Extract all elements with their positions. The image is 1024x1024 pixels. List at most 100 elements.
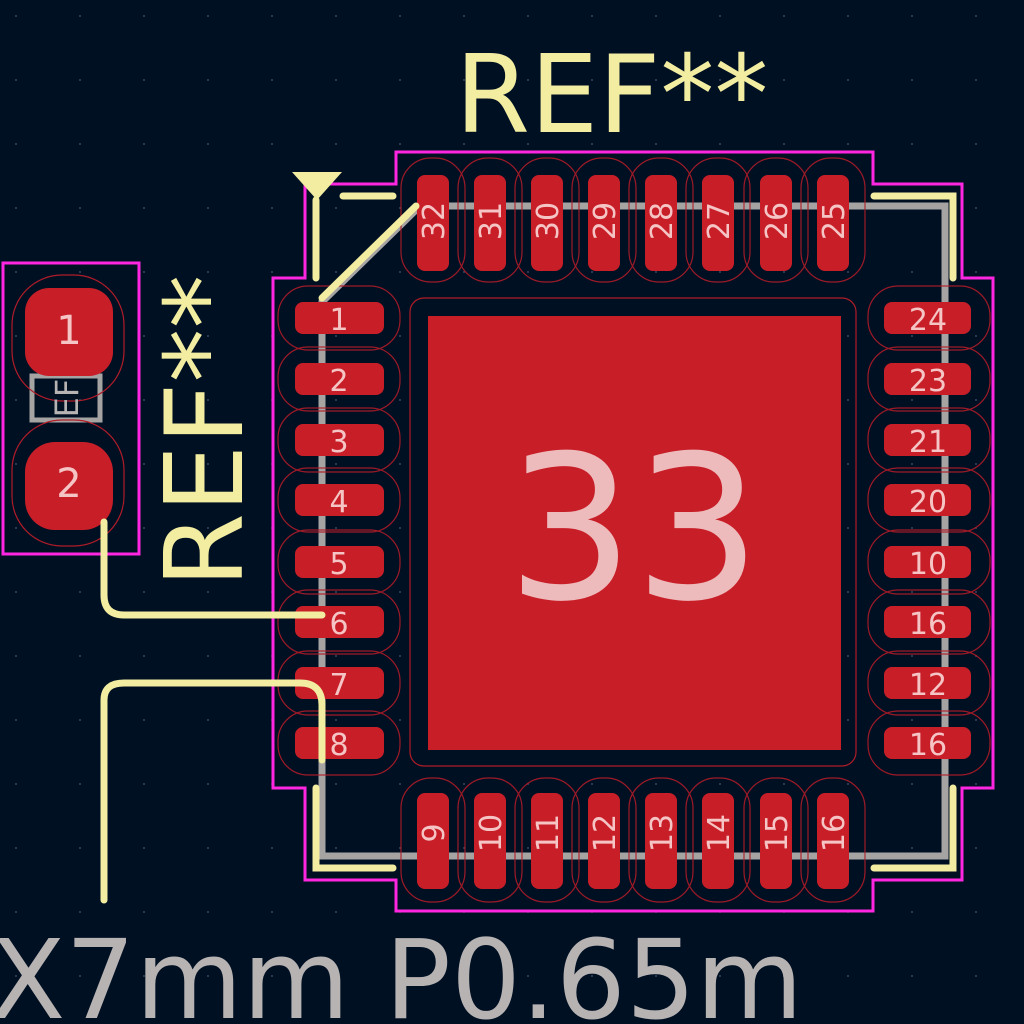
grid-dot <box>207 655 209 657</box>
grid-dot <box>527 847 529 849</box>
grid-dot <box>207 143 209 145</box>
pad-number-top-3: 30 <box>531 202 566 240</box>
grid-dot <box>847 719 849 721</box>
grid-dot <box>399 655 401 657</box>
pad-clearance-right <box>867 467 991 533</box>
side-part-pad-number-2: 2 <box>56 461 81 507</box>
grid-dot <box>975 15 977 17</box>
grid-dot <box>975 335 977 337</box>
pad-top-5 <box>645 175 677 271</box>
pad-top-4 <box>588 175 620 271</box>
pad-clearance-bottom <box>800 777 866 903</box>
pad-clearance-right <box>867 407 991 473</box>
grid-dot <box>463 975 465 977</box>
grid-dot <box>271 79 273 81</box>
pad-number-left-5: 5 <box>329 547 348 582</box>
grid-dot <box>463 143 465 145</box>
pad-clearance-right <box>867 710 991 776</box>
side-part-pad-number-1: 1 <box>56 308 81 354</box>
pad-clearance-top <box>685 157 751 283</box>
grid-dot <box>335 463 337 465</box>
grid-dot <box>847 463 849 465</box>
grid-dot <box>783 271 785 273</box>
pad-number-right-5: 10 <box>909 547 947 582</box>
pad-top-8 <box>817 175 849 271</box>
grid-dot <box>719 15 721 17</box>
grid-dot <box>335 79 337 81</box>
pad-right-2 <box>884 363 971 395</box>
pad-number-bottom-5: 13 <box>645 814 680 852</box>
grid-dot <box>399 463 401 465</box>
grid-dot <box>271 847 273 849</box>
pad-number-bottom-4: 12 <box>588 814 623 852</box>
grid-dot <box>591 79 593 81</box>
grid-dot <box>719 975 721 977</box>
grid-dot <box>143 783 145 785</box>
grid-dot <box>79 655 81 657</box>
grid-dot <box>143 335 145 337</box>
pad-number-left-8: 8 <box>329 728 348 763</box>
grid-dot <box>911 143 913 145</box>
grid-dot <box>847 783 849 785</box>
grid-dot <box>143 975 145 977</box>
grid-dot <box>911 15 913 17</box>
pad-bottom-6 <box>702 793 734 889</box>
grid-dot <box>399 15 401 17</box>
grid-dot <box>335 271 337 273</box>
pad-clearance-bottom <box>685 777 751 903</box>
grid-dot <box>655 271 657 273</box>
pad-top-7 <box>760 175 792 271</box>
pin1-marker <box>292 172 342 200</box>
grid-dot <box>463 79 465 81</box>
side-part-courtyard <box>1 261 141 556</box>
grid-dot <box>911 783 913 785</box>
grid-dot <box>911 79 913 81</box>
pad-clearance-bottom <box>400 777 466 903</box>
qfn-silkscreen <box>312 192 957 872</box>
grid-dot <box>143 847 145 849</box>
grid-dot <box>79 79 81 81</box>
grid-dot <box>15 975 17 977</box>
qfn-courtyard <box>271 150 995 913</box>
pad-clearance-top <box>571 157 637 283</box>
grid-dot <box>79 143 81 145</box>
grid-dot <box>79 911 81 913</box>
pad-left-3 <box>295 424 384 456</box>
grid-dot <box>79 783 81 785</box>
pad-clearance-left <box>277 407 401 473</box>
grid-dot <box>911 463 913 465</box>
pad-clearance-top <box>514 157 580 283</box>
pad-number-top-8: 25 <box>817 202 852 240</box>
pad-number-right-8: 16 <box>909 728 947 763</box>
grid-dot <box>79 15 81 17</box>
pad-number-top-7: 26 <box>760 202 795 240</box>
grid-dot <box>143 591 145 593</box>
grid-dot <box>207 463 209 465</box>
grid-dot <box>591 975 593 977</box>
grid-dot <box>143 271 145 273</box>
grid-dot <box>911 719 913 721</box>
pad-left-1 <box>295 302 384 334</box>
grid-dot <box>15 463 17 465</box>
grid-dot <box>335 335 337 337</box>
pad-clearance-right <box>867 285 991 351</box>
grid-dot <box>783 975 785 977</box>
grid-dot <box>975 271 977 273</box>
pad-clearance-bottom <box>571 777 637 903</box>
pad-bottom-4 <box>588 793 620 889</box>
grid-dot <box>719 79 721 81</box>
grid-dot <box>143 911 145 913</box>
grid-dot <box>975 975 977 977</box>
grid-dot <box>399 783 401 785</box>
grid-dot <box>847 15 849 17</box>
grid-dot <box>783 79 785 81</box>
grid-dot <box>847 527 849 529</box>
grid-dot <box>847 591 849 593</box>
grid-dot <box>15 399 17 401</box>
grid-dot <box>15 783 17 785</box>
grid-dot <box>719 271 721 273</box>
pad-bottom-5 <box>645 793 677 889</box>
grid-dot <box>975 911 977 913</box>
pad-clearance-top <box>628 157 694 283</box>
